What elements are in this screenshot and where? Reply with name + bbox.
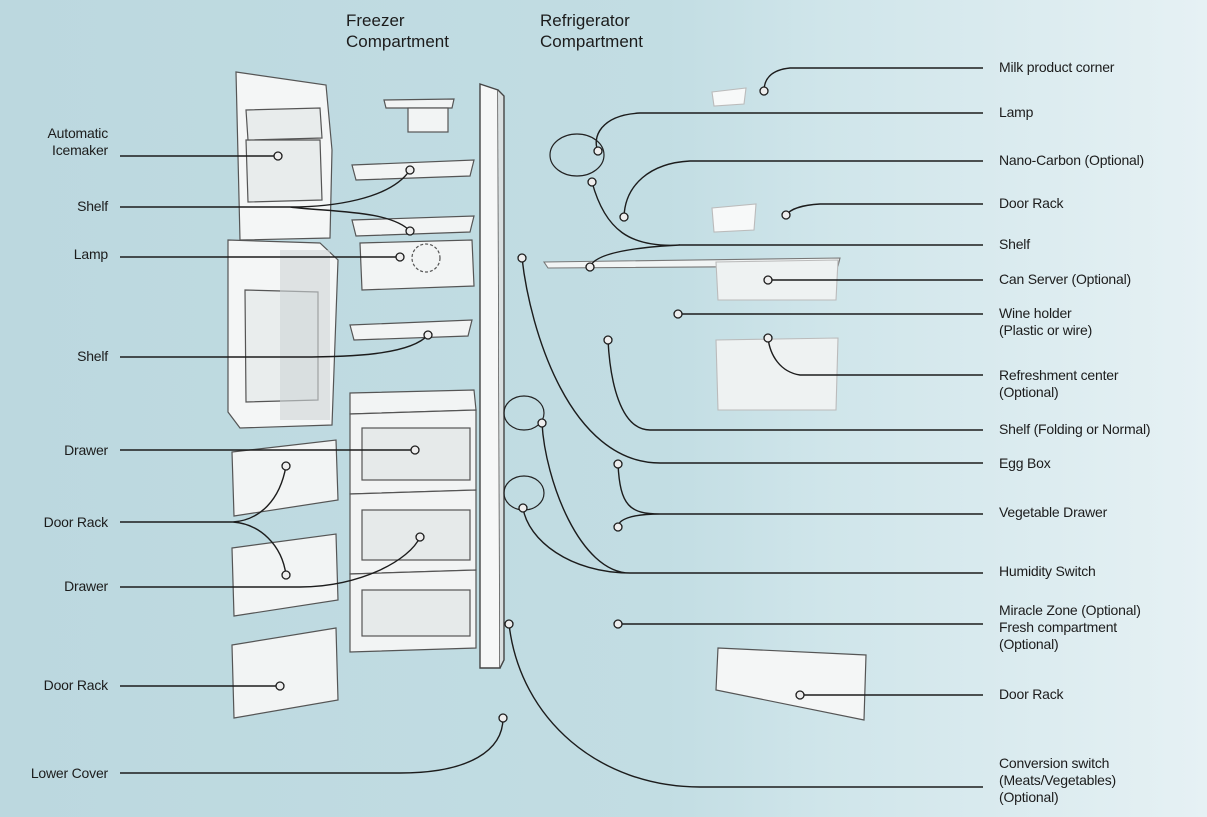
label-lamp-freezer: Lamp: [73, 246, 108, 262]
label-lamp-refrigerator: Lamp: [999, 104, 1034, 120]
leader-dot: [410, 445, 420, 455]
leader-line: [522, 422, 983, 574]
leader-dot: [415, 532, 425, 542]
label-shelf-freezer-upper: Shelf: [77, 198, 108, 214]
freezer-compartment-illustration: [349, 98, 477, 653]
label-can-server: Can Server (Optional): [999, 271, 1131, 287]
leader-dots: [273, 86, 805, 723]
label-drawer-upper: Drawer: [64, 442, 108, 458]
label-door-rack-upper: Door Rack: [43, 514, 109, 530]
leader-dot: [405, 226, 415, 236]
label-vegetable-drawer: Vegetable Drawer: [999, 504, 1108, 520]
label-door-rack-refrigerator-lower: Door Rack: [999, 686, 1064, 702]
leader-dot: [405, 165, 415, 175]
freezer-compartment-header: Freezer Compartment: [346, 11, 449, 51]
leader-dot: [593, 146, 603, 156]
leader-dot: [585, 262, 595, 272]
label-wine-holder: Wine holder (Plastic or wire): [999, 305, 1093, 338]
label-conversion-switch: Conversion switch (Meats/Vegetables) (Op…: [999, 755, 1117, 805]
leader-line: [120, 169, 411, 232]
leader-dot: [759, 86, 769, 96]
leader-dot: [613, 522, 623, 532]
label-humidity-switch: Humidity Switch: [999, 563, 1096, 579]
label-shelf-folding-normal: Shelf (Folding or Normal): [999, 421, 1151, 437]
leader-line: [595, 112, 983, 152]
leader-dot: [273, 151, 283, 161]
divider-panel-illustration: [479, 83, 505, 669]
label-milk-product-corner: Milk product corner: [999, 59, 1115, 75]
leader-dot: [395, 252, 405, 262]
leader-line: [785, 203, 983, 216]
leader-dot: [763, 333, 773, 343]
leader-dot: [537, 418, 547, 428]
leader-line: [763, 67, 983, 92]
label-egg-box: Egg Box: [999, 455, 1051, 471]
leader-line: [120, 536, 421, 588]
leader-line: [120, 334, 429, 358]
leader-dot: [518, 503, 528, 513]
label-door-rack-lower: Door Rack: [43, 677, 109, 693]
label-nano-carbon: Nano-Carbon (Optional): [999, 152, 1145, 168]
label-shelf-freezer-lower: Shelf: [77, 348, 108, 364]
leader-dot: [275, 681, 285, 691]
leader-dot: [498, 713, 508, 723]
leader-dot: [423, 330, 433, 340]
leader-line: [508, 623, 983, 788]
leader-line: [617, 463, 983, 528]
label-lower-cover: Lower Cover: [30, 765, 108, 781]
refrigerator-compartment-illustration: [503, 87, 867, 721]
leader-dot: [281, 461, 291, 471]
label-refreshment-center: Refreshment center (Optional): [999, 367, 1119, 400]
leader-dot: [281, 570, 291, 580]
freezer-door-racks-illustration: [231, 439, 339, 719]
leader-line: [767, 337, 983, 376]
leader-dot: [603, 335, 613, 345]
leader-line: [607, 339, 983, 431]
leader-dot: [613, 619, 623, 629]
label-shelf-refrigerator: Shelf: [999, 236, 1030, 252]
label-miracle-zone: Miracle Zone (Optional) Fresh compartmen…: [999, 602, 1141, 652]
leader-dot: [795, 690, 805, 700]
leader-line: [589, 181, 983, 268]
leader-line: [120, 717, 504, 774]
leader-dot: [504, 619, 514, 629]
leader-dot: [673, 309, 683, 319]
label-drawer-lower: Drawer: [64, 578, 108, 594]
leader-dot: [613, 459, 623, 469]
refrigerator-compartment-header: Refrigerator Compartment: [540, 11, 643, 51]
leader-line: [120, 465, 287, 576]
label-door-rack-refrigerator-upper: Door Rack: [999, 195, 1064, 211]
leader-dot: [763, 275, 773, 285]
leader-line: [521, 257, 983, 464]
freezer-door-illustration: [227, 71, 339, 429]
leader-line: [623, 160, 983, 218]
leader-dot: [517, 253, 527, 263]
leader-dot: [619, 212, 629, 222]
leader-dot: [781, 210, 791, 220]
leader-dot: [587, 177, 597, 187]
label-automatic-icemaker: Automatic Icemaker: [47, 125, 109, 158]
